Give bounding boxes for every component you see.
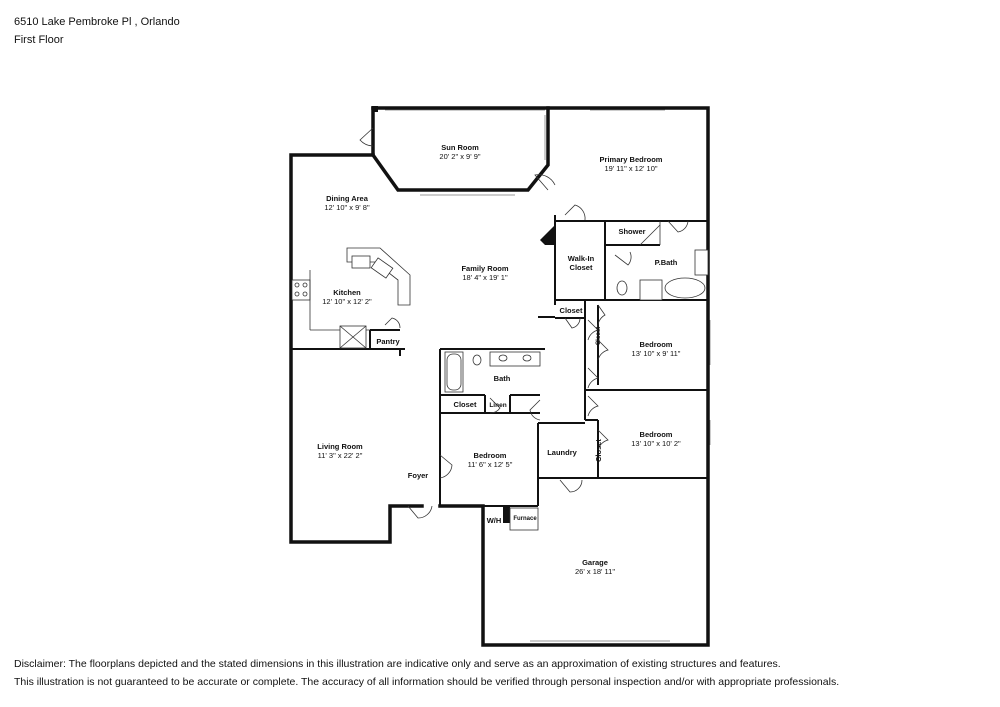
wh-name: W/H	[487, 516, 502, 525]
family-room-name: Family Room	[461, 264, 508, 273]
bedroom-4-name: Bedroom	[474, 451, 507, 460]
kitchen-name: Kitchen	[333, 288, 361, 297]
bedroom-2-name: Bedroom	[640, 340, 673, 349]
laundry-name: Laundry	[547, 448, 577, 457]
room-labels: Sun Room 20' 2" x 9' 9" Primary Bedroom …	[317, 143, 681, 576]
walk-in-closet-name2: Closet	[570, 263, 593, 272]
garage-dims: 26' x 18' 11"	[575, 567, 615, 576]
walk-in-closet-name: Walk-In	[568, 254, 595, 263]
bedroom-3-dims: 13' 10" x 10' 2"	[631, 439, 681, 448]
primary-bedroom-dims: 19' 11" x 12' 10"	[604, 164, 657, 173]
bath-name: Bath	[494, 374, 511, 383]
primary-bedroom-name: Primary Bedroom	[600, 155, 663, 164]
garage-name: Garage	[582, 558, 608, 567]
living-room-name: Living Room	[317, 442, 363, 451]
floor-label: First Floor	[14, 34, 64, 46]
sun-room-dims: 20' 2" x 9' 9"	[439, 152, 480, 161]
shower-name: Shower	[618, 227, 645, 236]
fireplace	[540, 225, 555, 245]
p-bath-name: P.Bath	[655, 258, 678, 267]
dining-area-dims: 12' 10" x 9' 8"	[324, 203, 370, 212]
bedroom-4-closet-name: Closet	[454, 400, 477, 409]
kitchen-island	[346, 247, 411, 306]
disclaimer-line-2: This illustration is not guaranteed to b…	[14, 676, 840, 688]
sun-room-name: Sun Room	[441, 143, 479, 152]
bedroom-3-closet-name: Closet	[594, 439, 603, 462]
bedroom-2-dims: 13' 10" x 9' 11"	[632, 349, 681, 358]
hall-closet-name: Closet	[560, 306, 583, 315]
water-heater-icon	[503, 507, 510, 523]
foyer-name: Foyer	[408, 471, 429, 480]
bath-fixtures	[444, 221, 709, 393]
kitchen-dims: 12' 10" x 12' 2"	[322, 297, 372, 306]
bedroom-3-name: Bedroom	[640, 430, 673, 439]
family-room-dims: 18' 4" x 19' 1"	[462, 273, 508, 282]
furnace-name: Furnace	[513, 516, 537, 522]
corner-post	[372, 106, 378, 112]
stove-icon	[291, 279, 311, 301]
living-room-dims: 11' 3" x 22' 2"	[318, 451, 363, 460]
bedroom-2-closet-name: Closet	[596, 327, 602, 345]
address-title: 6510 Lake Pembroke Pl , Orlando	[14, 16, 180, 28]
disclaimer-line-1: Disclaimer: The floorplans depicted and …	[14, 658, 781, 670]
kitchen-counter	[309, 270, 370, 349]
bedroom-4-dims: 11' 6" x 12' 5"	[468, 460, 513, 469]
pantry-name: Pantry	[376, 337, 400, 346]
furnace-box	[509, 507, 539, 531]
dining-area-name: Dining Area	[326, 194, 369, 203]
door-swings	[359, 127, 689, 519]
linen-name: Linen	[489, 402, 506, 409]
